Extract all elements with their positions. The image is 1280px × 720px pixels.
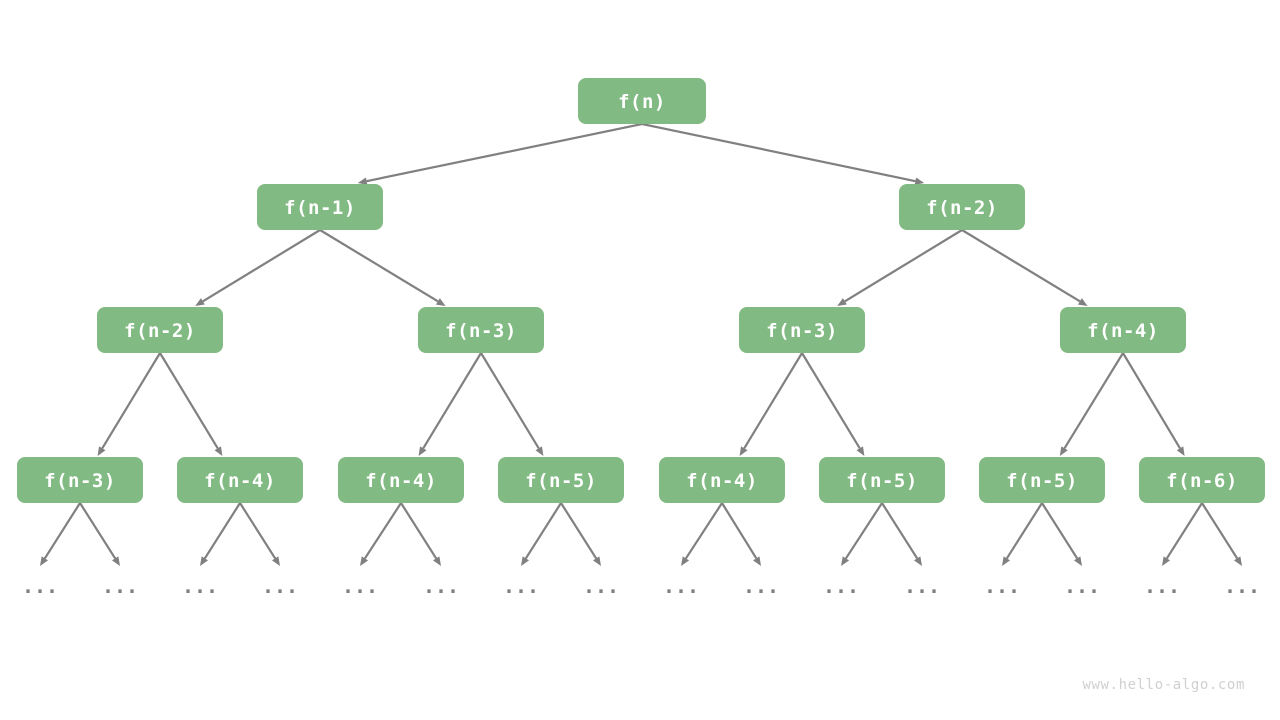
tree-node[interactable]: f(n-1) [257,184,383,230]
node-box [97,307,223,353]
node-label: f(n-5) [525,470,597,492]
tree-node[interactable]: f(n-3) [739,307,865,353]
node-label: f(n-5) [846,470,918,492]
node-box [578,78,706,124]
ellipsis-mark: ... [823,574,859,598]
tree-edge-arrow [801,352,865,456]
tree-node[interactable]: f(n-5) [498,457,624,503]
ellipsis-mark: ... [423,574,459,598]
tree-edge-arrow [1122,352,1185,456]
ellipsis-edge-arrow [360,502,402,566]
node-label: f(n-2) [124,320,196,342]
node-box [739,307,865,353]
tree-edge-arrow [319,229,446,306]
node-label: f(n-5) [1006,470,1078,492]
ellipsis-edge-arrow [79,502,120,566]
ellipsis-edge-arrow [239,502,280,566]
ellipsis-edges-layer [40,502,1242,566]
tree-node[interactable]: f(n-3) [418,307,544,353]
node-label: f(n-4) [1087,320,1159,342]
tree-node[interactable]: f(n-5) [819,457,945,503]
edges-layer [97,122,1185,456]
tree-edge-arrow [837,229,963,306]
ellipsis-edge-arrow [1201,502,1242,566]
tree-edge-arrow [418,352,482,456]
tree-edge-arrow [641,122,925,185]
nodes-layer: f(n) f(n-1) f(n-2) f(n-2) f(n-3) f(n-3) f(n-4)… [17,78,1265,503]
ellipsis-mark: ... [663,574,699,598]
node-label: f(n-4) [686,470,758,492]
node-label: f(n) [618,91,666,113]
tree-node[interactable]: f(n-4) [177,457,303,503]
ellipsis-edge-arrow [400,502,441,566]
node-label: f(n-3) [445,320,517,342]
ellipsis-mark: ... [1224,574,1260,598]
node-label: f(n-6) [1166,470,1238,492]
tree-node[interactable]: f(n-2) [899,184,1025,230]
node-box [659,457,785,503]
ellipsis-edge-arrow [881,502,922,566]
tree-node[interactable]: f(n-5) [979,457,1105,503]
tree-node[interactable]: f(n-2) [97,307,223,353]
ellipsis-mark: ... [503,574,539,598]
node-label: f(n-4) [365,470,437,492]
tree-edge-arrow [159,352,223,456]
tree-node[interactable]: f(n-4) [338,457,464,503]
ellipsis-mark: ... [1144,574,1180,598]
node-label: f(n-2) [926,197,998,219]
ellipsis-mark: ... [342,574,378,598]
ellipsis-edge-arrow [560,502,601,566]
ellipsis-edge-arrow [1002,502,1043,566]
node-box [819,457,945,503]
node-box [418,307,544,353]
node-box [979,457,1105,503]
tree-edge-arrow [739,352,803,456]
ellipsis-edge-arrow [1041,502,1082,566]
ellipsis-mark: ... [262,574,298,598]
tree-node[interactable]: f(n) [578,78,706,124]
tree-node[interactable]: f(n-3) [17,457,143,503]
node-box [17,457,143,503]
tree-node[interactable]: f(n-6) [1139,457,1265,503]
ellipsis-mark: ... [1064,574,1100,598]
node-box [1060,307,1186,353]
node-box [899,184,1025,230]
node-box [338,457,464,503]
ellipsis-edge-arrow [681,502,723,566]
node-label: f(n-4) [204,470,276,492]
node-box [257,184,383,230]
ellipsis-edge-arrow [1162,502,1203,566]
tree-edge-arrow [1059,352,1124,456]
node-box [1139,457,1265,503]
node-box [498,457,624,503]
watermark: www.hello-algo.com [1082,677,1245,693]
node-label: f(n-3) [766,320,838,342]
ellipsis-edge-arrow [521,502,562,566]
node-box [177,457,303,503]
ellipsis-edge-arrow [200,502,241,566]
ellipsis-mark: ... [182,574,218,598]
node-label: f(n-3) [44,470,116,492]
tree-edge-arrow [961,229,1088,306]
ellipsis-edge-arrow [40,502,81,566]
tree-node[interactable]: f(n-4) [659,457,785,503]
ellipsis-mark: ... [22,574,58,598]
tree-edge-arrow [97,352,161,456]
tree-node[interactable]: f(n-4) [1060,307,1186,353]
ellipsis-edge-arrow [841,502,883,566]
ellipsis-mark: ... [102,574,138,598]
node-label: f(n-1) [284,197,356,219]
ellipsis-mark: ... [583,574,619,598]
tree-edge-arrow [195,229,321,306]
ellipsis-layer: ........................................… [22,574,1260,598]
ellipsis-mark: ... [984,574,1020,598]
ellipsis-mark: ... [743,574,779,598]
ellipsis-edge-arrow [721,502,761,566]
tree-edge-arrow [480,352,544,456]
ellipsis-mark: ... [904,574,940,598]
tree-edge-arrow [357,122,643,185]
